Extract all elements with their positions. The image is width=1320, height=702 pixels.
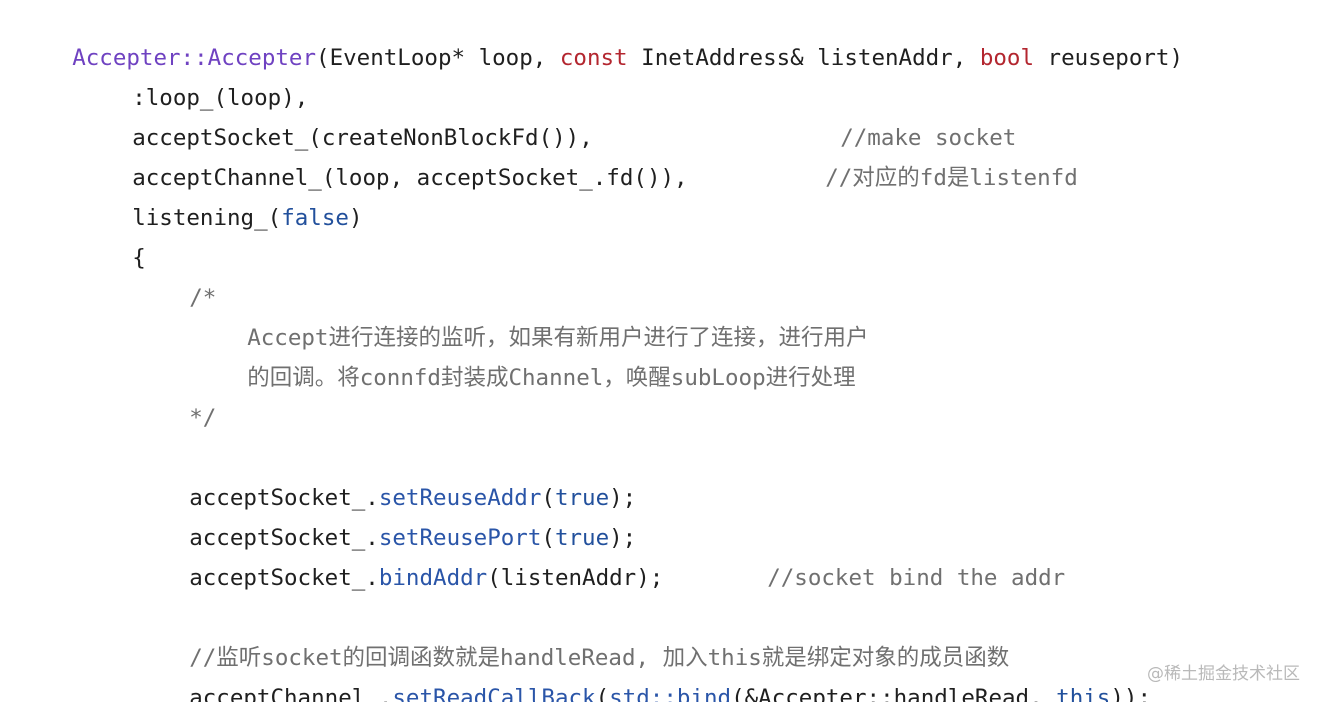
comment-socket-bind: //socket bind the addr: [713, 518, 1065, 591]
code-line-set-reuse-addr: acceptSocket_.setReuseAddr(true);: [135, 438, 636, 511]
code-token: (listenAddr);: [487, 565, 664, 591]
block-comment-start: /*: [135, 238, 216, 311]
comment-text: */: [189, 405, 217, 431]
code-token: acceptSocket_.: [189, 485, 379, 511]
block-comment-line-2: 的回调。将connfd封装成Channel，唤醒subLoop进行处理: [193, 318, 855, 391]
method-set-reuse-port: setReusePort: [378, 525, 542, 551]
method-bind-addr: bindAddr: [378, 565, 488, 591]
code-token: (: [541, 485, 555, 511]
code-token: InetAddress& listenAddr,: [627, 45, 980, 71]
code-token: (EventLoop* loop,: [316, 45, 560, 71]
code-line-constructor-signature: Accepter::Accepter(EventLoop* loop, cons…: [18, 0, 1183, 71]
code-line-init-accept-socket: acceptSocket_(createNonBlockFd()),: [78, 78, 593, 151]
code-token: :loop_(loop),: [132, 85, 309, 111]
comment-text: //对应的fd是listenfd: [825, 165, 1078, 191]
literal-false: false: [281, 205, 349, 231]
block-comment-end: */: [135, 358, 216, 431]
code-token: ));: [1110, 685, 1151, 702]
method-std-bind: std::bind: [609, 685, 732, 702]
code-token: );: [609, 525, 637, 551]
method-set-reuse-addr: setReuseAddr: [378, 485, 542, 511]
block-comment-line-1: Accept进行连接的监听，如果有新用户进行了连接，进行用户: [193, 278, 868, 351]
comment-text: Accept进行连接的监听，如果有新用户进行了连接，进行用户: [247, 325, 869, 351]
code-token: (: [541, 525, 555, 551]
comment-handle-read: //监听socket的回调函数就是handleRead, 加入this就是绑定对…: [135, 598, 1009, 671]
comment-text: /*: [189, 285, 217, 311]
comment-text: //socket bind the addr: [767, 565, 1066, 591]
literal-this: this: [1056, 685, 1111, 702]
code-line-set-read-callback: acceptChannel_.setReadCallBack(std::bind…: [135, 638, 1151, 702]
code-token: acceptSocket_(createNonBlockFd()),: [132, 125, 593, 151]
code-token: acceptSocket_.: [189, 565, 379, 591]
method-set-read-callback: setReadCallBack: [392, 685, 596, 702]
code-line-init-accept-channel: acceptChannel_(loop, acceptSocket_.fd())…: [78, 118, 687, 191]
code-token: );: [609, 485, 637, 511]
code-token: acceptChannel_(loop, acceptSocket_.fd())…: [132, 165, 688, 191]
code-token: ): [348, 205, 363, 231]
code-token: {: [132, 245, 146, 271]
code-line-bind-addr: acceptSocket_.bindAddr(listenAddr);: [135, 518, 663, 591]
comment-text: //监听socket的回调函数就是handleRead, 加入this就是绑定对…: [189, 645, 1010, 671]
literal-true: true: [554, 485, 610, 511]
code-line-set-reuse-port: acceptSocket_.setReusePort(true);: [135, 478, 636, 551]
code-token: (: [595, 685, 610, 702]
code-token: listening_(: [132, 205, 282, 231]
function-name: Accepter::Accepter: [72, 45, 317, 71]
literal-true: true: [554, 525, 610, 551]
watermark: @稀土掘金技术社区: [1147, 664, 1300, 684]
code-token: acceptSocket_.: [189, 525, 379, 551]
keyword-bool: bool: [979, 45, 1034, 71]
code-line-init-loop: :loop_(loop),: [78, 38, 308, 111]
code-line-open-brace: {: [78, 198, 146, 271]
code-token: reuseport): [1034, 45, 1184, 71]
keyword-const: const: [559, 45, 628, 71]
code-token: acceptChannel_.: [189, 685, 393, 702]
comment-text: //make socket: [840, 125, 1017, 151]
comment-text: 的回调。将connfd封装成Channel，唤醒subLoop进行处理: [247, 365, 856, 391]
comment-listenfd: //对应的fd是listenfd: [771, 118, 1078, 191]
code-line-close-brace: }: [78, 678, 146, 702]
code-token: (&Accepter::handleRead,: [731, 685, 1057, 702]
code-line-init-listening: listening_(false): [78, 158, 362, 231]
comment-make-socket: //make socket: [786, 78, 1016, 151]
